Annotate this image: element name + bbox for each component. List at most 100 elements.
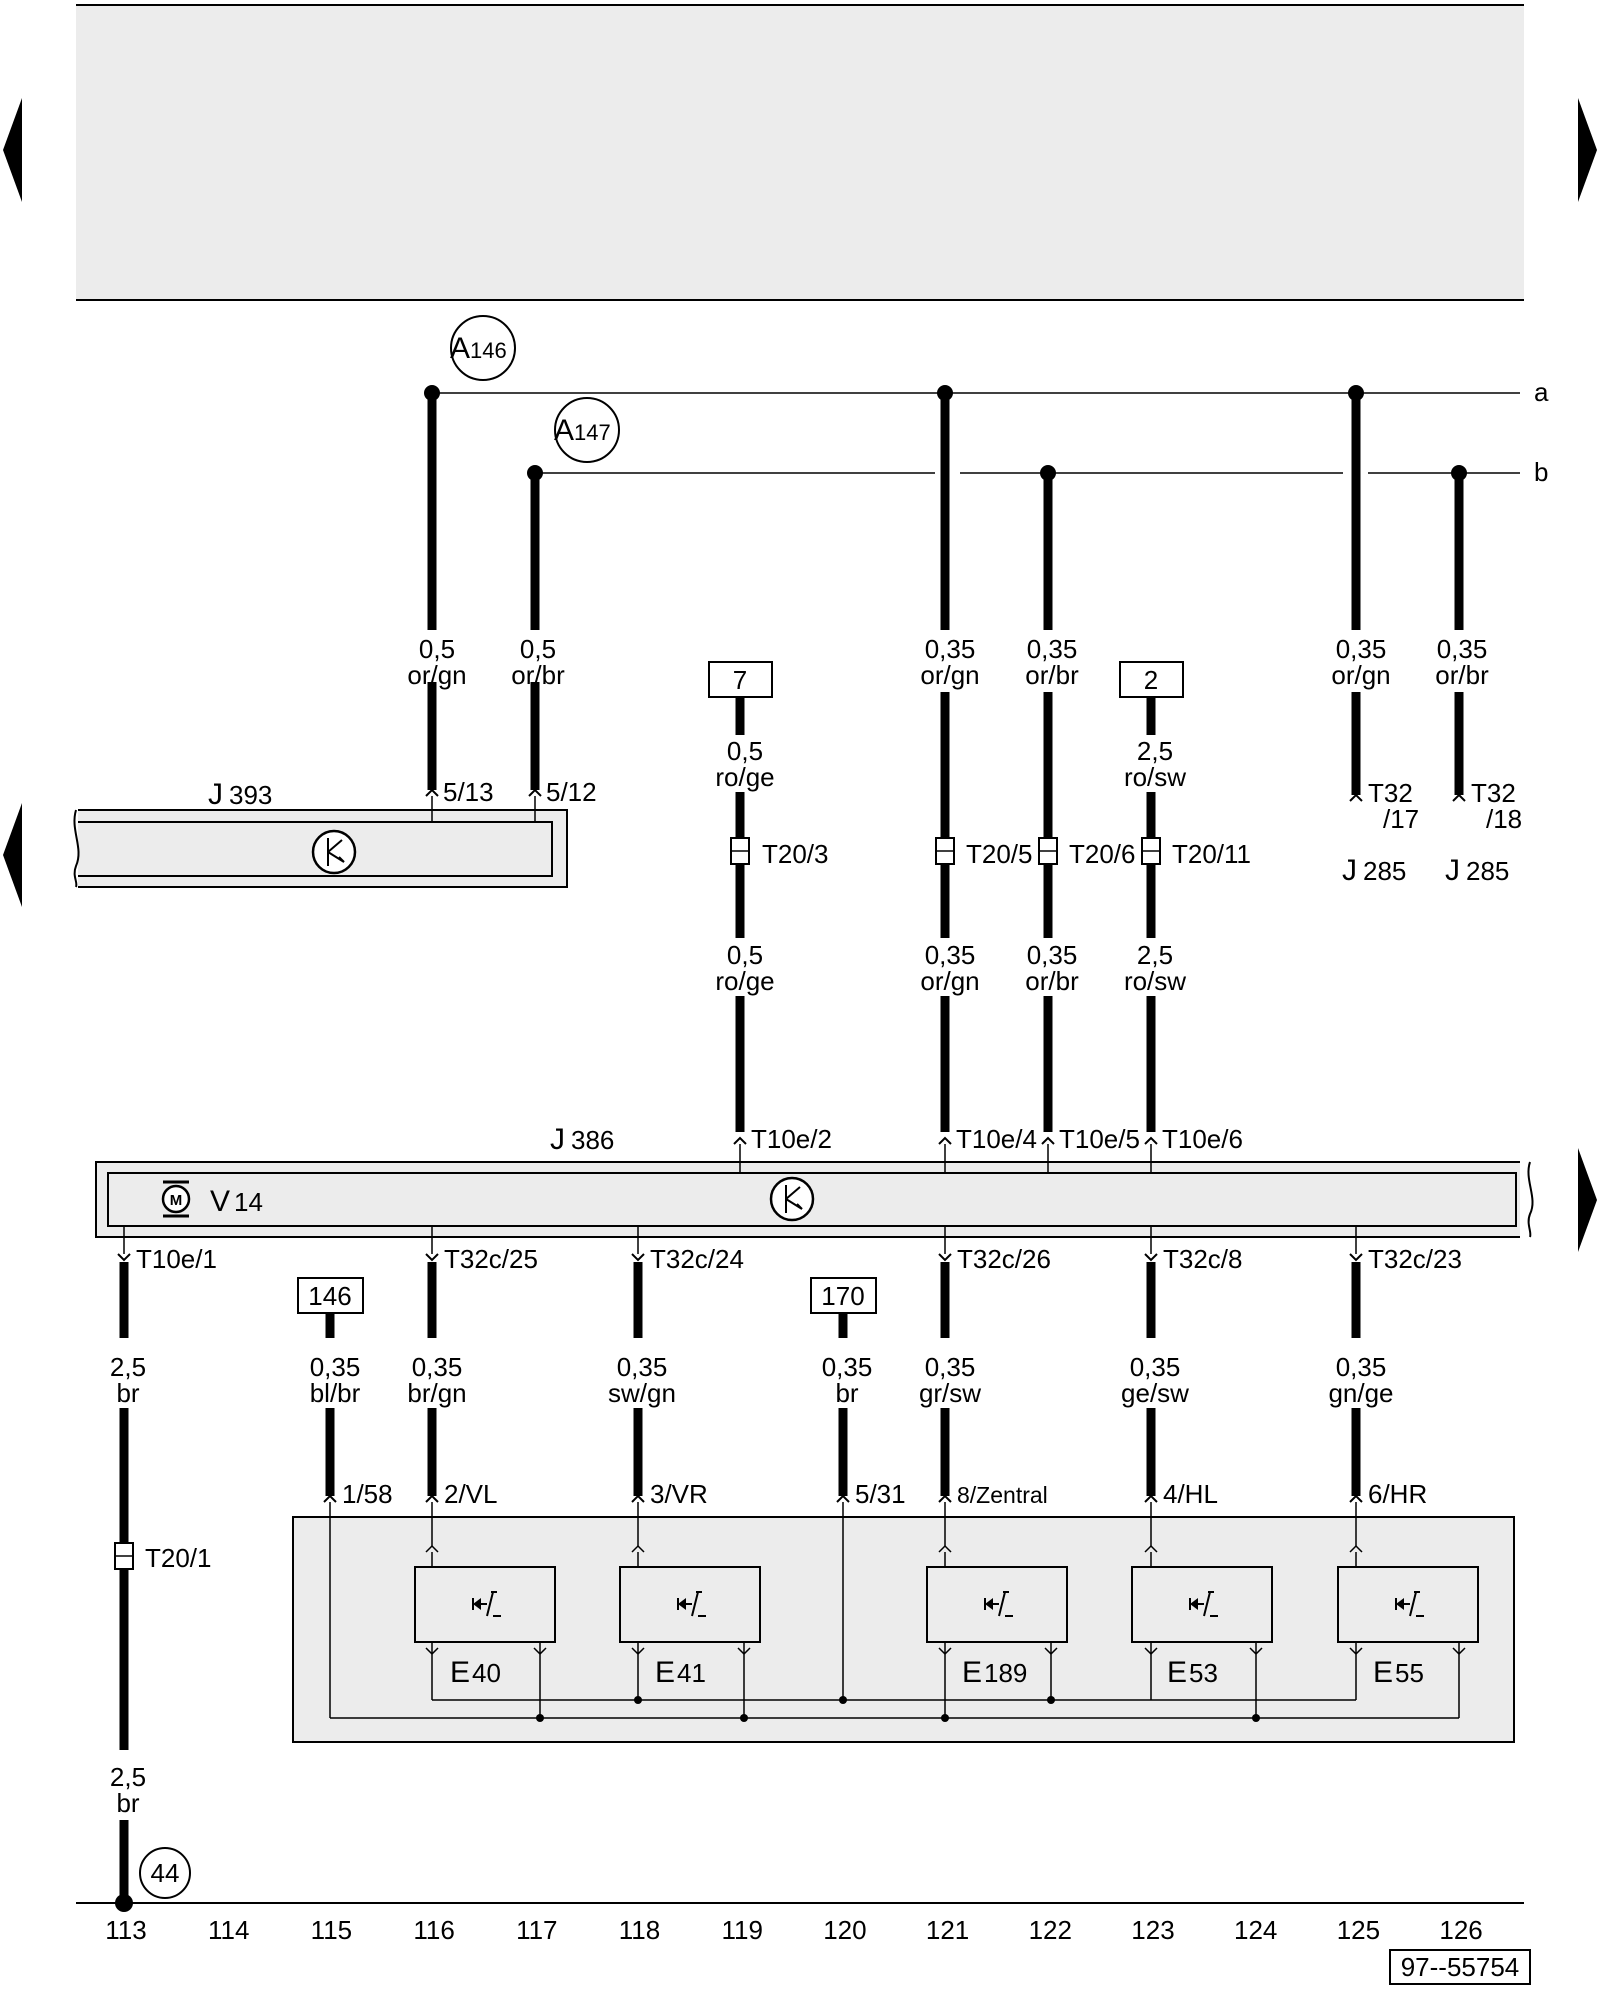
wire-gauge: 0,35 xyxy=(925,1352,976,1382)
connector-a147 xyxy=(554,397,620,463)
track-number: 124 xyxy=(1234,1915,1277,1945)
pin-arrow xyxy=(1144,1494,1158,1503)
connector-t20-1-symbol xyxy=(114,1542,134,1570)
break-line xyxy=(73,809,80,888)
window-switch-icon xyxy=(677,1591,706,1617)
pin-label-t32-17: T32 xyxy=(1368,778,1413,808)
pin-label-2-vl: 2/VL xyxy=(444,1479,498,1509)
pin-arrow xyxy=(938,1253,952,1262)
wire-gauge: 0,35 xyxy=(925,634,976,664)
track-number: 120 xyxy=(823,1915,866,1945)
wire-color: sw/gn xyxy=(608,1378,676,1408)
pin-label-t32c-24: T32c/24 xyxy=(650,1244,744,1274)
wire-color: or/br xyxy=(1025,660,1079,690)
pin-label-t10e-4: T10e/4 xyxy=(956,1124,1037,1154)
pin-label-5-31: 5/31 xyxy=(855,1479,906,1509)
pin-label-t20-6: T20/6 xyxy=(1069,839,1136,869)
pin-label-t20-5: T20/5 xyxy=(966,839,1033,869)
window-switch-icon xyxy=(472,1591,501,1617)
junction-dot xyxy=(634,1696,642,1704)
ref-box-170-label: 170 xyxy=(821,1281,864,1311)
ref-box-7 xyxy=(708,661,773,698)
pin-arrow xyxy=(631,1253,645,1262)
bus-label-b: b xyxy=(1534,457,1548,487)
connector-a146 xyxy=(450,315,516,381)
junction-dot xyxy=(1047,1696,1055,1704)
ref-box-170 xyxy=(810,1277,877,1314)
ref-box-2-label: 2 xyxy=(1144,665,1158,695)
break-line xyxy=(1527,1161,1534,1238)
connector-a147-label: A147 xyxy=(554,414,611,447)
wire-gauge: 0,5 xyxy=(727,736,763,766)
wire-color: ro/ge xyxy=(715,966,774,996)
wire-gauge: 0,35 xyxy=(1336,634,1387,664)
pin-arrow xyxy=(1452,793,1466,802)
pin-label-t20-1: T20/1 xyxy=(145,1543,212,1573)
pin-arrow xyxy=(425,1544,439,1553)
pin-arrow xyxy=(1349,1494,1363,1503)
track-number: 121 xyxy=(926,1915,969,1945)
wire-color: ro/sw xyxy=(1124,762,1186,792)
wire-gauge: 0,35 xyxy=(412,1352,463,1382)
wire-gauge: 2,5 xyxy=(110,1762,146,1792)
wire-color: gn/ge xyxy=(1328,1378,1393,1408)
figure-id: 97--55754 xyxy=(1401,1952,1520,1982)
component-label-e41: E41 xyxy=(655,1656,706,1689)
pin-label-6-hr: 6/HR xyxy=(1368,1479,1427,1509)
pin-arrow xyxy=(1144,1253,1158,1262)
pin-arrow xyxy=(938,1494,952,1503)
next-page-arrow-middle[interactable] xyxy=(1578,1148,1597,1252)
wire-color: or/gn xyxy=(920,966,979,996)
motor-icon-label: M xyxy=(170,1192,183,1209)
ref-box-146 xyxy=(297,1277,364,1314)
wire-gauge: 0,35 xyxy=(1027,940,1078,970)
prev-page-arrow-middle[interactable] xyxy=(3,803,22,907)
ref-box-7-label: 7 xyxy=(733,665,747,695)
wire-gauge: 0,35 xyxy=(1027,634,1078,664)
pin-arrow xyxy=(528,788,542,797)
pin-label-t10e-6: T10e/6 xyxy=(1162,1124,1243,1154)
window-switch-icon xyxy=(984,1591,1013,1617)
wire-color: br xyxy=(835,1378,858,1408)
wire-color: ro/sw xyxy=(1124,966,1186,996)
pin-arrow xyxy=(938,1544,952,1553)
wire-color: or/br xyxy=(1435,660,1489,690)
pin-label-5-12: 5/12 xyxy=(546,777,597,807)
prev-page-arrow-top[interactable] xyxy=(3,98,22,202)
figure-id-box xyxy=(1389,1949,1531,1985)
pin-arrow xyxy=(836,1494,850,1503)
track-number: 115 xyxy=(311,1915,352,1945)
wire-gauge: 0,35 xyxy=(822,1352,873,1382)
wire-color: or/br xyxy=(1025,966,1079,996)
wire-color: or/gn xyxy=(920,660,979,690)
junction-dot xyxy=(839,1696,847,1704)
pin-label-t32c-26: T32c/26 xyxy=(957,1244,1051,1274)
junction-dot xyxy=(941,1714,949,1722)
component-label-e53: E53 xyxy=(1167,1656,1218,1689)
wire-gauge: 0,35 xyxy=(617,1352,668,1382)
track-number: 116 xyxy=(413,1915,454,1945)
pin-label-t32-18: /18 xyxy=(1486,804,1522,834)
pin-arrow xyxy=(631,1544,645,1553)
pin-arrow xyxy=(1144,1136,1158,1145)
wire-gauge: 2,5 xyxy=(1137,940,1173,970)
header-panel xyxy=(76,5,1524,300)
next-page-arrow-top[interactable] xyxy=(1578,98,1597,202)
track-number: 123 xyxy=(1131,1915,1174,1945)
motor-icon: M xyxy=(161,1180,191,1218)
component-label-e189: E189 xyxy=(962,1656,1027,1689)
pin-label-t32c-8: T32c/8 xyxy=(1163,1244,1243,1274)
connector-t20-6-symbol xyxy=(1038,837,1058,865)
pin-label-t32c-25: T32c/25 xyxy=(444,1244,538,1274)
ground-connector-44 xyxy=(139,1847,191,1899)
connector-t20-3-symbol xyxy=(730,837,750,865)
pin-arrow xyxy=(733,1136,747,1145)
wire-gauge: 0,35 xyxy=(1437,634,1488,664)
ref-box-146-label: 146 xyxy=(308,1281,351,1311)
wire-color: ge/sw xyxy=(1121,1378,1189,1408)
junction-dot xyxy=(536,1714,544,1722)
